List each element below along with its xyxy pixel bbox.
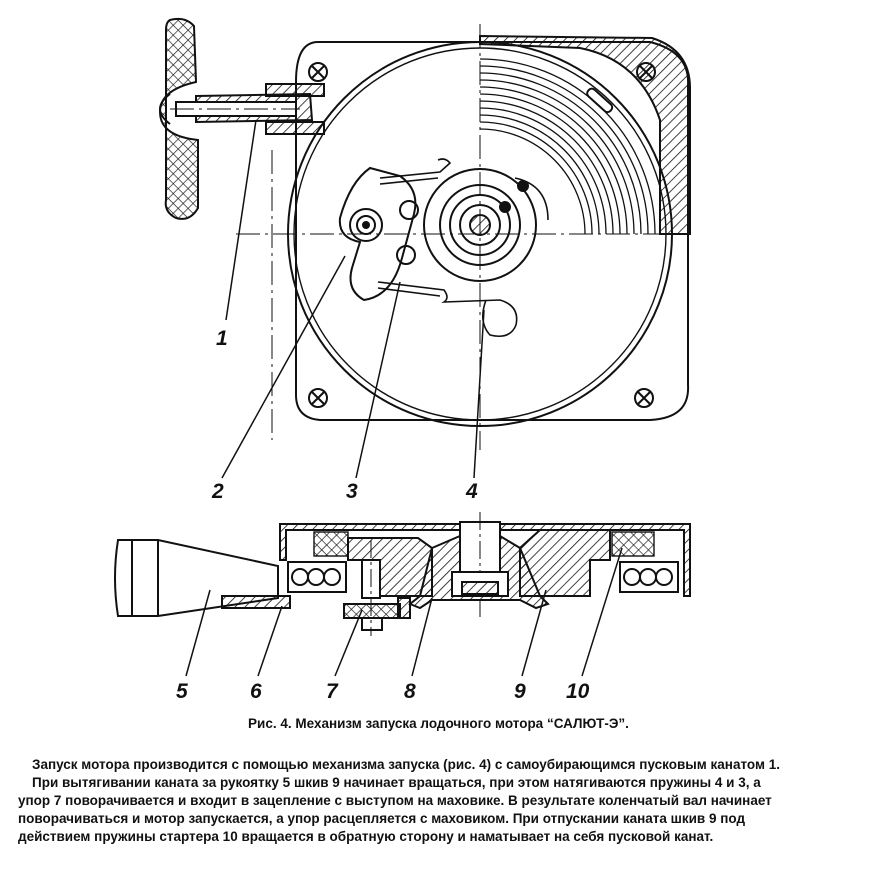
label-2: 2	[211, 480, 224, 503]
top-view	[158, 17, 691, 479]
mount-bolt-bl	[308, 388, 328, 408]
starter-housing	[295, 41, 690, 421]
starter-handle-top	[158, 17, 199, 220]
starter-handle-side	[114, 539, 279, 617]
label-1: 1	[216, 327, 228, 350]
label-10: 10	[566, 680, 590, 703]
pulley	[347, 537, 433, 597]
text-line: упор 7 поворачивается и входит в зацепле…	[18, 793, 772, 808]
text-line: действием пружины стартера 10 вращается …	[18, 829, 714, 844]
label-3: 3	[346, 480, 358, 503]
label-5: 5	[176, 680, 188, 703]
mount-bolt-tr	[636, 62, 656, 82]
mount-bolt-br	[634, 388, 654, 408]
text-line: поворачиваться и мотор запускается, а уп…	[18, 811, 746, 826]
bearing-left	[287, 561, 347, 593]
starter-mechanism-drawing: 1 2 3 4	[114, 17, 691, 703]
text-line: Запуск мотора производится с помощью мех…	[32, 757, 780, 772]
spring-4	[377, 281, 518, 338]
label-9: 9	[514, 680, 526, 703]
spring-3	[379, 158, 452, 179]
starter-spring-coils	[313, 531, 655, 557]
mount-bolt-tl	[308, 62, 328, 82]
label-4: 4	[465, 480, 478, 503]
label-6: 6	[250, 680, 262, 703]
text-line: При вытягивании каната за рукоятку 5 шки…	[32, 775, 761, 790]
label-8: 8	[404, 680, 416, 703]
bearing-right	[619, 561, 679, 593]
section-view	[114, 512, 691, 677]
figure-caption: Рис. 4. Механизм запуска лодочного мотор…	[248, 716, 629, 731]
label-7: 7	[326, 680, 339, 703]
housing-wall-section	[479, 34, 691, 235]
spring-slot	[586, 87, 614, 114]
pawl-lever	[338, 166, 417, 302]
housing-top-plate	[279, 523, 691, 597]
hub-outer	[423, 168, 537, 282]
description-text: Запуск мотора производится с помощью мех…	[18, 756, 863, 846]
